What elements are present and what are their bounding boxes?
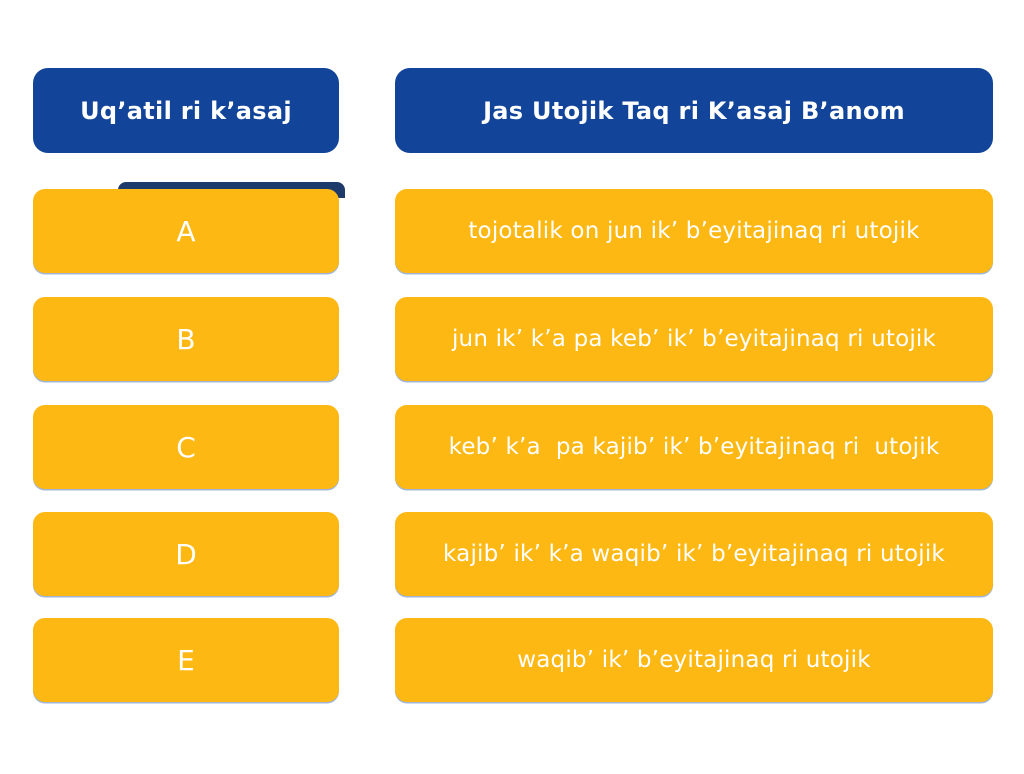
answer-card-e-label: waqib’ ik’ b’eyitajinaq ri utojik: [517, 647, 871, 673]
left-column-header: Uq’atil ri k’asaj: [33, 68, 339, 153]
letter-card-c[interactable]: C: [33, 405, 339, 489]
letter-card-b-label: B: [176, 322, 196, 356]
answer-card-c-label: keb’ k’a pa kajib’ ik’ b’eyitajinaq ri u…: [448, 434, 940, 460]
right-column-header-label: Jas Utojik Taq ri K’asaj B’anom: [483, 96, 905, 125]
answer-card-d-label: kajib’ ik’ k’a waqib’ ik’ b’eyitajinaq r…: [443, 541, 945, 567]
answer-card-d[interactable]: kajib’ ik’ k’a waqib’ ik’ b’eyitajinaq r…: [395, 512, 993, 596]
letter-card-a[interactable]: A: [33, 189, 339, 273]
answer-card-e[interactable]: waqib’ ik’ b’eyitajinaq ri utojik: [395, 618, 993, 702]
letter-card-e[interactable]: E: [33, 618, 339, 702]
answer-card-b[interactable]: jun ik’ k’a pa keb’ ik’ b’eyitajinaq ri …: [395, 297, 993, 381]
answer-card-b-label: jun ik’ k’a pa keb’ ik’ b’eyitajinaq ri …: [451, 326, 937, 352]
letter-card-e-label: E: [177, 643, 195, 677]
answer-card-c[interactable]: keb’ k’a pa kajib’ ik’ b’eyitajinaq ri u…: [395, 405, 993, 489]
letter-card-b[interactable]: B: [33, 297, 339, 381]
letter-card-a-label: A: [176, 214, 196, 248]
letter-card-d[interactable]: D: [33, 512, 339, 596]
letter-card-c-label: C: [176, 430, 196, 464]
left-column-header-label: Uq’atil ri k’asaj: [80, 96, 292, 125]
letter-card-d-label: D: [175, 537, 197, 571]
answer-card-a[interactable]: tojotalik on jun ik’ b’eyitajinaq ri uto…: [395, 189, 993, 273]
right-column-header: Jas Utojik Taq ri K’asaj B’anom: [395, 68, 993, 153]
answer-card-a-label: tojotalik on jun ik’ b’eyitajinaq ri uto…: [468, 218, 920, 244]
